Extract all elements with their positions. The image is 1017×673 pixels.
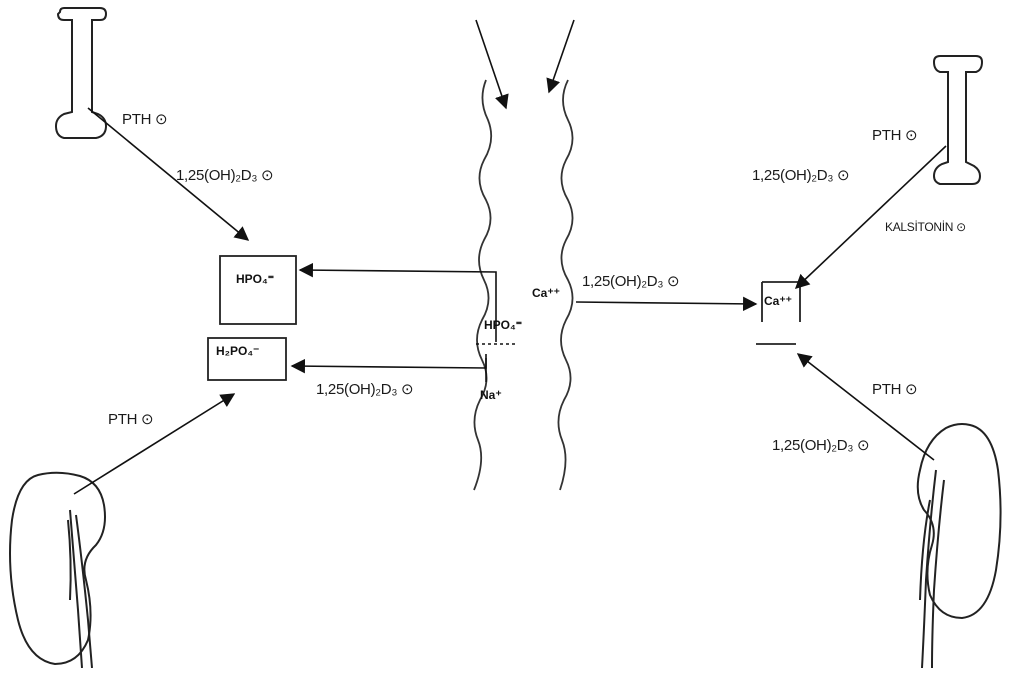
intestine-calcium-arrow bbox=[576, 302, 756, 304]
calcium-box-label: Ca⁺⁺ bbox=[764, 294, 792, 308]
vitamin-d-label-calcium-transport: 1,25(OH)₂D₃ ⊙ bbox=[582, 272, 679, 290]
bone-right-icon bbox=[934, 56, 982, 184]
hpo4-ion-label: HPO₄⁼ bbox=[236, 272, 274, 286]
sodium-ion-label: Na⁺ bbox=[480, 388, 502, 402]
bone-left-icon bbox=[56, 8, 106, 138]
kidney-left-icon bbox=[10, 473, 105, 668]
pth-label-left-kidney: PTH ⊙ bbox=[108, 410, 153, 428]
intestine-hpo4-arrow bbox=[300, 270, 496, 342]
h2po4-ion-label: H₂PO₄⁻ bbox=[216, 344, 259, 358]
vitamin-d-label-top-left: 1,25(OH)₂D₃ ⊙ bbox=[176, 166, 273, 184]
intestine-h2po4-arrow bbox=[292, 358, 486, 368]
calcitonin-label: KALSİTONİN ⊙ bbox=[885, 220, 966, 234]
intestine-wall bbox=[474, 80, 573, 490]
vitamin-d-label-phosphate-transport: 1,25(OH)₂D₃ ⊙ bbox=[316, 380, 413, 398]
vitamin-d-label-top-right: 1,25(OH)₂D₃ ⊙ bbox=[752, 166, 849, 184]
pth-label-top-left: PTH ⊙ bbox=[122, 110, 167, 128]
vitamin-d-label-right-kidney: 1,25(OH)₂D₃ ⊙ bbox=[772, 436, 869, 454]
intestinal-calcium-label: Ca⁺⁺ bbox=[532, 286, 560, 300]
kidney-right-icon bbox=[918, 424, 1001, 668]
pth-label-top-right: PTH ⊙ bbox=[872, 126, 917, 144]
hpo4-box bbox=[220, 256, 296, 324]
intestine-entry-arrow-left bbox=[476, 20, 506, 108]
intestine-entry-arrow-right bbox=[549, 20, 574, 92]
kidney-left-to-phosphate-arrow bbox=[74, 394, 234, 494]
intestinal-hpo4-label: HPO₄⁼ bbox=[484, 318, 522, 332]
pth-label-right-kidney: PTH ⊙ bbox=[872, 380, 917, 398]
